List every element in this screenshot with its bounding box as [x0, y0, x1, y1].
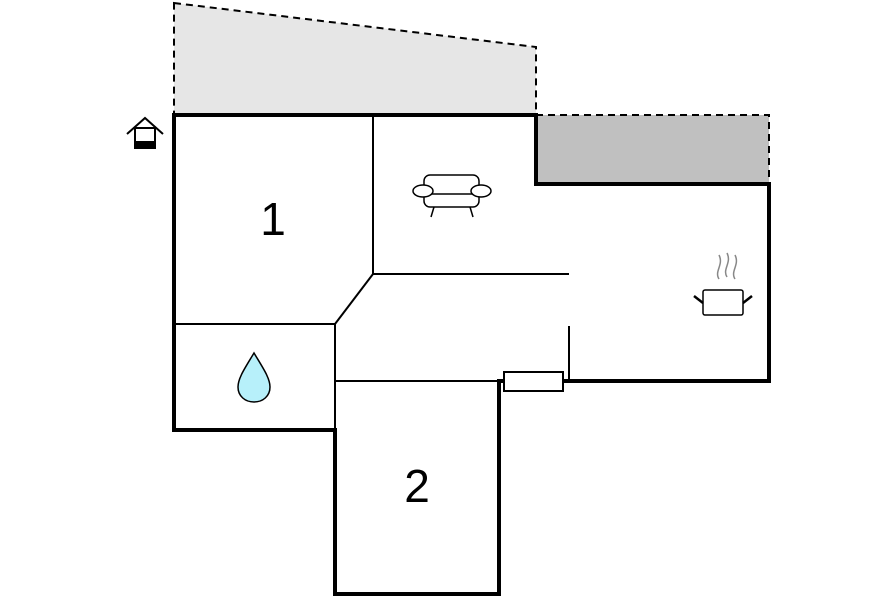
- cooking-pot-icon: [693, 252, 753, 316]
- wall-diagonal: [334, 273, 374, 325]
- terrace-upper: [173, 1, 537, 116]
- sofa-icon: [412, 174, 492, 218]
- room-label-1: 1: [260, 193, 286, 245]
- interior-walls: [174, 115, 570, 430]
- room-label-2: 2: [404, 460, 430, 512]
- house-entrance-icon: [126, 116, 164, 149]
- window-element: [503, 371, 564, 392]
- terrace-right: [535, 114, 770, 185]
- water-drop-icon: [237, 351, 271, 403]
